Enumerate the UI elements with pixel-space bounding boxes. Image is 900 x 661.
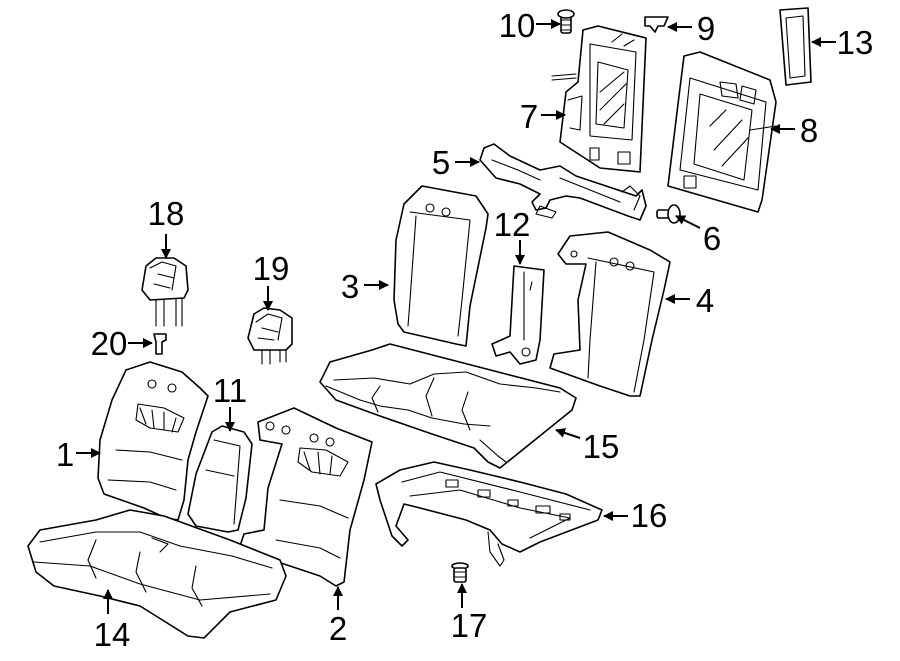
part-1-left-seat-back (97, 361, 209, 521)
callout-2: 2 (329, 610, 347, 647)
callout-16: 16 (631, 497, 668, 534)
callout-4: 4 (696, 282, 714, 319)
part-10-bolt (557, 9, 575, 34)
callout-17: 17 (451, 607, 488, 644)
callout-5: 5 (432, 144, 450, 181)
callout-18: 18 (148, 195, 185, 232)
callout-labels: 1 2 3 4 5 6 7 8 9 10 11 12 13 14 15 16 1… (56, 7, 874, 653)
part-12-bracket (491, 265, 545, 365)
callout-7: 7 (520, 98, 538, 135)
part-5-latch-linkage (479, 143, 647, 221)
part-20-guide-sleeve (153, 333, 167, 355)
callout-12: 12 (494, 206, 531, 243)
part-9-clip (644, 16, 669, 33)
callout-1: 1 (56, 436, 74, 473)
callout-9: 9 (697, 10, 715, 47)
part-4-right-back-cushion (549, 231, 671, 397)
part-8-right-back-frame (667, 51, 777, 213)
callout-20: 20 (91, 325, 128, 362)
callout-19: 19 (253, 250, 290, 287)
part-19-headrest (247, 307, 293, 365)
leader-6 (675, 215, 701, 229)
part-14-seat-cushion-left (27, 509, 287, 639)
leader-15 (555, 428, 581, 439)
callout-11: 11 (213, 372, 247, 409)
callout-10: 10 (499, 7, 536, 44)
leader-lines (76, 19, 836, 614)
part-17-bolt (451, 562, 469, 583)
callout-13: 13 (837, 24, 874, 61)
part-2-right-seat-back (239, 407, 373, 587)
part-18-headrest (141, 257, 189, 327)
callout-15: 15 (583, 428, 620, 465)
part-3-left-back-cushion (393, 185, 489, 347)
part-16-seat-pan (375, 461, 603, 567)
part-13-cover-plate (779, 7, 812, 86)
callout-14: 14 (94, 616, 131, 653)
callout-3: 3 (341, 268, 359, 305)
callout-6: 6 (703, 220, 721, 257)
part-7-left-back-frame (551, 25, 647, 173)
callout-8: 8 (800, 112, 818, 149)
part-11-armrest (187, 425, 253, 533)
part-6-bolt (656, 204, 681, 224)
part-15-seat-cushion-right (319, 343, 577, 469)
